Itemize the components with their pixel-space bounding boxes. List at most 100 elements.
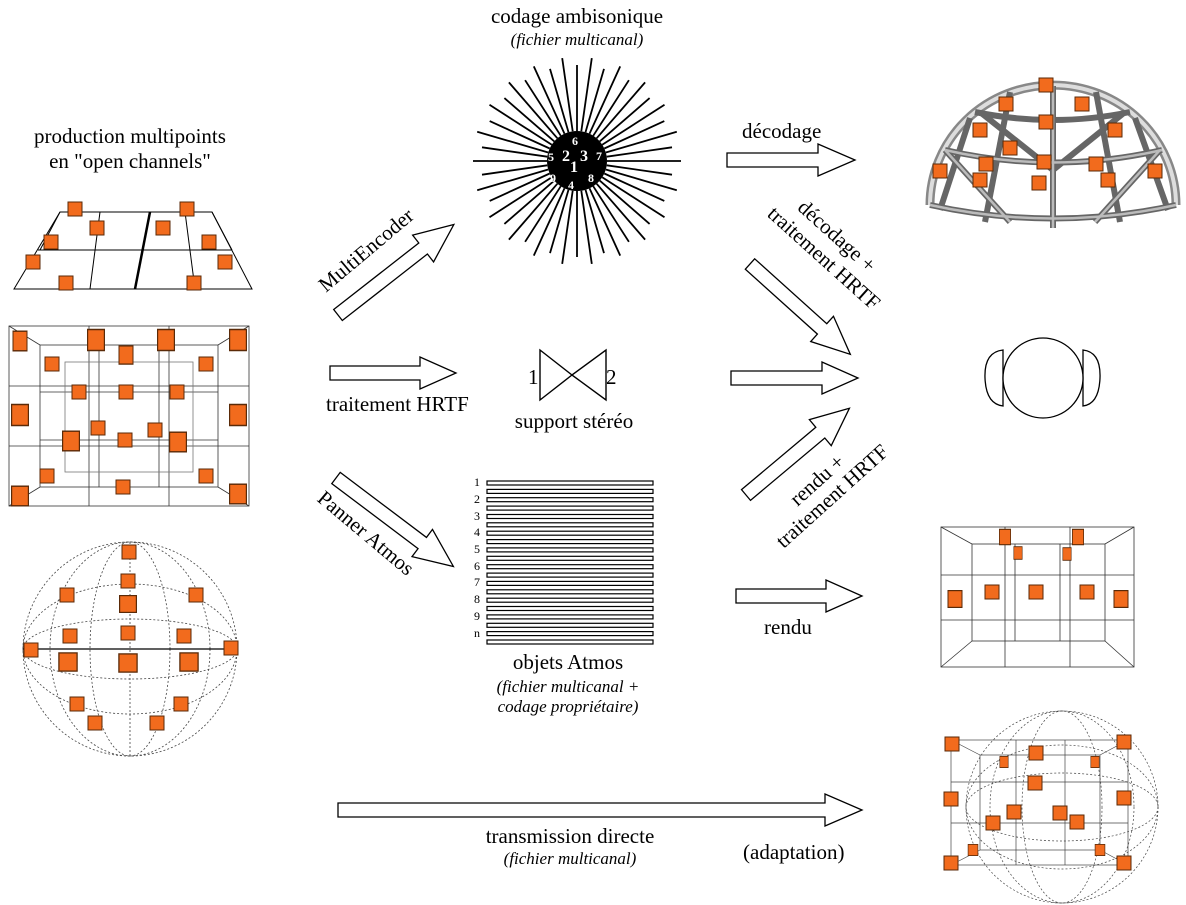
- atmos-row-number: 6: [474, 558, 480, 573]
- starburst-ray: [549, 68, 570, 133]
- starburst-ray: [524, 79, 562, 137]
- starburst-ray: [601, 176, 665, 218]
- arrow-decodage: [726, 143, 857, 177]
- atmos-row-number: 4: [474, 525, 480, 540]
- atmos-object-bar: [486, 497, 654, 503]
- transmission-subtitle: (fichier multicanal): [503, 849, 637, 868]
- starburst-ray: [476, 130, 549, 154]
- transmission-label: transmission directe: [485, 824, 655, 848]
- starburst-ray: [476, 168, 549, 192]
- starburst-ray: [580, 190, 593, 265]
- starburst-ray: [503, 179, 555, 225]
- starburst-ray: [595, 183, 646, 241]
- atmos-title: objets Atmos: [512, 650, 624, 674]
- starburst-ray: [599, 179, 651, 225]
- ambisonic-channel-4: 4: [568, 178, 574, 192]
- ambisonic-channel-9: 9: [550, 171, 556, 185]
- starburst-ray: [489, 176, 553, 218]
- atmos-object-bar: [486, 597, 654, 603]
- atmos-object-bar: [486, 480, 654, 486]
- cube-speaker-layout-icon: [940, 526, 1135, 668]
- atmos-object-rows: [486, 480, 654, 645]
- starburst-ray: [603, 172, 665, 202]
- atmos-object-bar: [486, 513, 654, 520]
- starburst-ray: [508, 81, 559, 139]
- atmos-object-bar: [486, 639, 654, 645]
- atmos-object-bar: [486, 547, 654, 553]
- arrow-multiencoder: [332, 223, 456, 322]
- starburst-ray: [592, 185, 630, 243]
- stereo-left-label: 1: [528, 365, 539, 389]
- stereo-loudspeaker-icon: [539, 348, 607, 402]
- atmos-object-bar: [486, 589, 654, 595]
- stereo-right-label: 2: [606, 365, 617, 389]
- atmos-object-bar: [486, 622, 654, 628]
- sphere-speakers: [23, 544, 239, 731]
- ambisonic-title: codage ambisonique: [490, 4, 664, 28]
- starburst-ray: [606, 164, 673, 176]
- production-title-1: production multipoints: [34, 124, 226, 148]
- starburst-ray: [603, 120, 665, 150]
- rendu-label: rendu: [764, 615, 812, 639]
- starburst-ray: [588, 187, 622, 256]
- atmos-object-bar: [486, 572, 654, 578]
- starburst-ray: [592, 79, 630, 137]
- ambisonic-channel-1: 1: [570, 159, 578, 176]
- starburst-ray: [532, 187, 566, 256]
- cube-speaker-array-icon: [8, 325, 250, 507]
- atmos-row-number: 3: [474, 508, 480, 523]
- starburst-ray: [481, 164, 548, 176]
- atmos-subtitle-1: (fichier multicanal +: [496, 677, 640, 696]
- ambisonic-starburst-icon: [473, 57, 681, 265]
- ambisonic-core: [547, 131, 607, 191]
- arrow-decodage-hrtf: [744, 257, 852, 356]
- ambisonic-channel-6: 6: [572, 134, 578, 148]
- atmos-object-bar: [486, 522, 654, 528]
- starburst-ray: [489, 172, 551, 202]
- ambisonic-channel-3: 3: [580, 148, 588, 165]
- starburst-ray: [524, 185, 562, 243]
- atmos-row-number: 8: [474, 592, 480, 607]
- arrow-rendu-hrtf: [740, 407, 851, 502]
- ambisonic-channel-7: 7: [596, 149, 602, 163]
- starburst-ray: [561, 190, 574, 265]
- atmos-row-number: 7: [474, 575, 480, 590]
- atmos-row-number: 5: [474, 541, 480, 556]
- atmos-object-bar: [486, 505, 654, 511]
- starburst-ray: [599, 97, 651, 143]
- starburst-ray: [503, 97, 555, 143]
- starburst-ray: [489, 120, 551, 150]
- atmos-row-number: 2: [474, 491, 480, 506]
- starburst-ray: [584, 68, 605, 133]
- atmos-object-bar: [486, 555, 654, 561]
- starburst-ray: [595, 81, 646, 139]
- starburst-ray: [584, 189, 605, 254]
- ambisonic-channel-5: 5: [548, 150, 554, 164]
- headphones-icon: [984, 337, 1101, 419]
- atmos-row-number: n: [474, 625, 480, 640]
- starburst-ray: [532, 66, 566, 135]
- starburst-ray: [549, 189, 570, 254]
- starburst-ray: [481, 146, 548, 158]
- hrtf-label: traitement HRTF: [326, 392, 469, 416]
- decodage-label: décodage: [742, 119, 822, 143]
- starburst-ray: [580, 57, 593, 132]
- sphere-cube-speaker-layout-icon: [943, 710, 1159, 904]
- atmos-object-bar: [486, 488, 654, 494]
- atmos-subtitle-2: codage propriétaire): [497, 697, 639, 716]
- adaptation-label: (adaptation): [743, 840, 845, 864]
- atmos-object-bar: [486, 630, 654, 637]
- ambisonic-channel-8: 8: [588, 171, 594, 185]
- starburst-ray: [606, 146, 673, 158]
- starburst-ray: [605, 168, 678, 192]
- ambisonic-subtitle: (fichier multicanal): [510, 30, 644, 49]
- starburst-ray: [561, 57, 574, 132]
- arrow-panner-atmos: [330, 471, 455, 568]
- atmos-object-bar: [486, 614, 654, 620]
- atmos-object-bar: [486, 580, 654, 587]
- arrow-stereo-out: [730, 360, 860, 396]
- starburst-ray: [601, 104, 665, 146]
- atmos-object-bar: [486, 564, 654, 570]
- arrows: [329, 143, 864, 827]
- atmos-object-bar: [486, 538, 654, 545]
